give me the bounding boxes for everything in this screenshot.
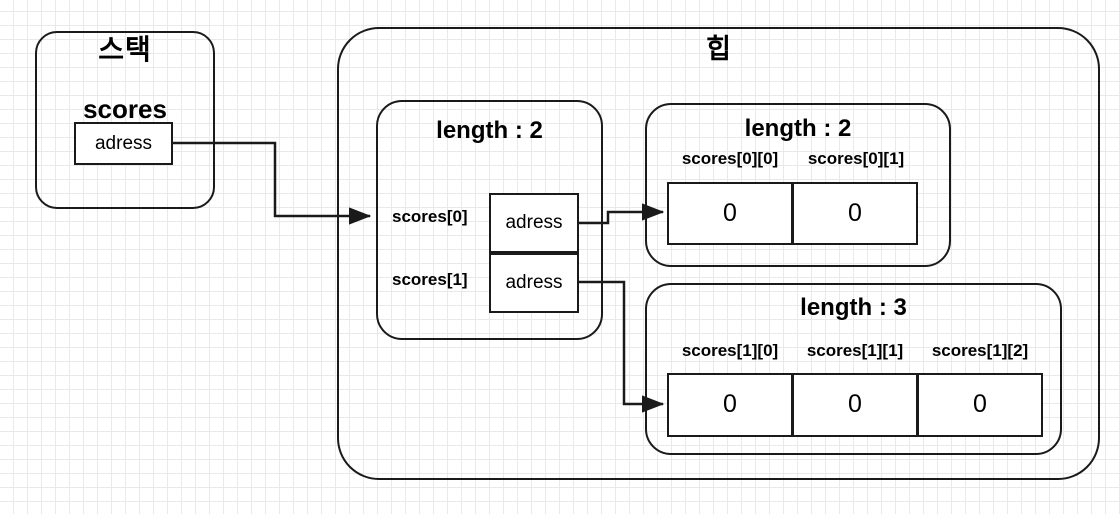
stack-pointer-cell — [74, 122, 173, 165]
inner-array-1-cell-1-label: scores[1][1] — [806, 341, 904, 360]
stack-title: 스택 — [98, 34, 152, 65]
inner-array-1-cell-0-label: scores[1][0] — [681, 341, 779, 360]
outer-array-cell-1-value: adress — [505, 272, 563, 293]
inner-array-0-cell-1-value: 0 — [848, 199, 862, 227]
outer-array-cell-0 — [489, 193, 579, 253]
stack-container — [35, 31, 215, 209]
inner-array-0-cell-0-value: 0 — [723, 199, 737, 227]
stack-variable-label: scores — [83, 94, 167, 124]
heap-container — [337, 27, 1100, 480]
inner-array-1-cell-0 — [667, 373, 793, 437]
heap-title: 힙 — [706, 34, 731, 64]
inner-array-0-cell-1 — [792, 182, 918, 245]
outer-array-cell-0-value: adress — [505, 212, 563, 233]
inner-array-0-length-label: length : 2 — [744, 115, 852, 142]
stack-pointer-value: adress — [94, 133, 153, 154]
inner-array-0-cell-1-label: scores[0][1] — [807, 149, 905, 168]
inner-array-1-cell-1-value: 0 — [848, 390, 862, 418]
outer-array-slot-0-label: scores[0] — [392, 207, 468, 226]
inner-array-1-cell-2-label: scores[1][2] — [931, 341, 1029, 360]
inner-array-0-cell-0-label: scores[0][0] — [681, 149, 779, 168]
inner-array-1-cell-0-value: 0 — [723, 390, 737, 418]
inner-array-1-length-label: length : 3 — [800, 294, 907, 321]
outer-array-slot-1-label: scores[1] — [392, 270, 468, 289]
inner-array-1-cell-2 — [917, 373, 1043, 437]
outer-array-length-label: length : 2 — [436, 117, 543, 144]
inner-array-1-cell-1 — [792, 373, 918, 437]
outer-array-cell-1 — [489, 253, 579, 313]
inner-array-0-container — [645, 103, 951, 267]
inner-array-1-cell-2-value: 0 — [973, 390, 987, 418]
